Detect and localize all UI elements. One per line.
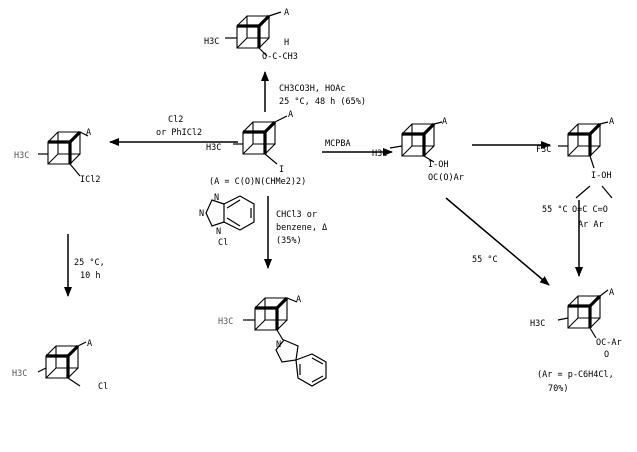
bottom-left-Cl: Cl — [98, 382, 108, 392]
right-top-esters: O=C C=O — [572, 205, 608, 215]
top-H3C: H3C — [204, 37, 219, 47]
bottom-mid-cubane — [243, 296, 298, 341]
bottom-left-cubane — [37, 341, 87, 387]
bt-Cl: Cl — [218, 238, 228, 248]
center-cubane — [233, 115, 288, 165]
center-caption: (A = C(O)N(CHMe2)2) — [209, 177, 306, 187]
right-top-cubane — [558, 121, 613, 199]
reagent-right: MCPBA — [325, 139, 351, 149]
cubane-skeleton-icon — [253, 296, 289, 332]
cubane-skeleton-icon — [400, 122, 436, 158]
bond-icl — [69, 163, 81, 177]
reagent-down-3: (35%) — [276, 236, 302, 246]
cubane-skeleton-icon — [44, 344, 80, 380]
reagent-left-2: or PhICl2 — [156, 128, 202, 138]
bond-a — [286, 297, 298, 303]
bottom-left-A: A — [87, 339, 92, 349]
reagent-up-2: 25 °C, 48 h (65%) — [279, 97, 366, 107]
mid-right-H3C: H3C — [372, 149, 387, 159]
bottom-mid-A: A — [296, 295, 301, 305]
left-H3C: H3C — [14, 151, 29, 161]
reagent-down-1: CHCl3 or — [276, 210, 317, 220]
bond-n — [276, 329, 284, 341]
top-ester: O-C-CH3 — [262, 52, 298, 62]
bond-me — [389, 145, 403, 149]
center-I: I — [279, 165, 284, 175]
center-H3C: H3C — [206, 143, 221, 153]
mid-right-IOH: I-OH — [428, 160, 448, 170]
reagent-down-2: benzene, Δ — [276, 223, 327, 233]
reagent-down-left-2: 10 h — [80, 271, 100, 281]
bond-o — [258, 47, 268, 57]
right-bottom-A: A — [609, 288, 614, 298]
benzotriazole-reagent — [205, 195, 255, 231]
right-bottom-caption-2: 70%) — [548, 384, 568, 394]
cubane-skeleton-icon — [566, 294, 602, 330]
right-top-IOH: I-OH — [591, 171, 611, 181]
right-bottom-caption-1: (Ar = p-C6H4Cl, — [537, 370, 614, 380]
bond-me — [37, 367, 47, 373]
right-top-Ar: Ar Ar — [578, 220, 604, 230]
bottom-mid-H3C: H3C — [218, 317, 233, 327]
bond-i — [589, 155, 595, 169]
bottom-left-H3C: H3C — [12, 369, 27, 379]
cubane-skeleton-icon — [235, 14, 271, 50]
bottom-mid-N: N — [276, 340, 281, 350]
bond-a — [77, 341, 87, 347]
reagent-up-1: CH3CO3H, HOAc — [279, 84, 346, 94]
top-cubane — [225, 11, 282, 57]
bond-l — [575, 185, 591, 199]
cubane-skeleton-icon — [241, 120, 277, 156]
bond-a — [433, 121, 443, 125]
reagent-diag: 55 °C — [472, 255, 498, 265]
bond-a — [599, 289, 609, 297]
bond-a — [268, 11, 282, 17]
bond-i — [264, 153, 278, 165]
right-bottom-O: O — [604, 350, 609, 360]
right-top-A: A — [609, 117, 614, 127]
reagent-left-1: Cl2 — [168, 115, 183, 125]
mid-right-cubane — [389, 121, 443, 163]
top-H: H — [284, 38, 289, 48]
mid-right-OCOAr: OC(O)Ar — [428, 173, 464, 183]
left-ICl2: ICl2 — [80, 175, 100, 185]
bond-a — [274, 115, 288, 123]
cubane-skeleton-icon — [566, 122, 602, 158]
arrow-diagonal — [445, 197, 550, 286]
bond-a — [599, 121, 609, 125]
bt-N1: N — [214, 193, 219, 203]
reagent-down-left-1: 25 °C, — [74, 258, 105, 268]
bond-i — [423, 155, 435, 163]
bt-N3: N — [216, 227, 221, 237]
benzotriazolyl-ring — [275, 339, 327, 387]
right-bottom-cubane — [557, 289, 609, 339]
right-top-F3C: F3C — [536, 145, 551, 155]
bond-o — [589, 327, 597, 339]
top-A: A — [284, 8, 289, 18]
left-cubane — [38, 130, 89, 177]
bond-a — [79, 131, 89, 137]
right-bottom-H3C: H3C — [530, 319, 545, 329]
cubane-skeleton-icon — [46, 130, 82, 166]
bond-r — [601, 185, 613, 199]
left-A: A — [86, 128, 91, 138]
reagent-right-down: 55 °C — [542, 205, 568, 215]
center-A: A — [288, 110, 293, 120]
mid-right-A: A — [442, 117, 447, 127]
bt-N2: N — [199, 209, 204, 219]
bond-me — [557, 317, 569, 321]
right-bottom-OCAr: OC-Ar — [596, 338, 622, 348]
bond-cl — [67, 377, 81, 387]
